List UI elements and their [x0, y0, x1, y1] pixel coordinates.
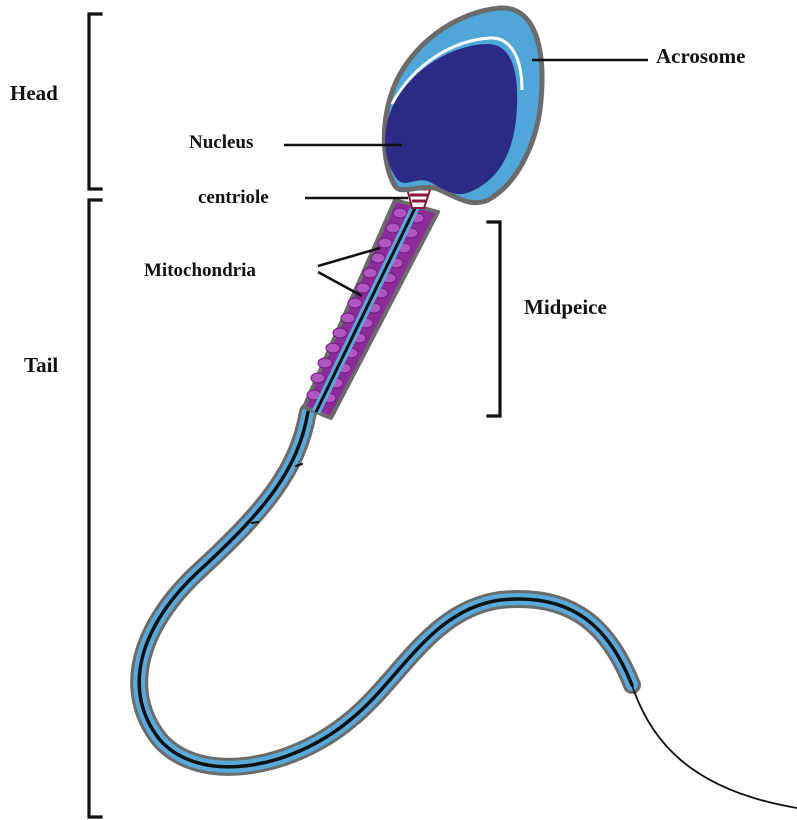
head: [384, 8, 542, 203]
midpiece: [304, 200, 438, 418]
acrosome-label: Acrosome: [656, 44, 745, 68]
flagellum-sheath: [139, 412, 632, 767]
tail-label: Tail: [24, 353, 58, 377]
flagellum-axoneme: [139, 412, 632, 767]
flagellum: [139, 412, 797, 808]
head-label: Head: [10, 81, 58, 105]
mitochondria-label: Mitochondria: [144, 260, 256, 281]
tail-bracket: [89, 200, 101, 817]
head-bracket: [89, 14, 101, 189]
flagellum-end-piece: [632, 685, 797, 808]
flagellum-membrane: [139, 412, 632, 767]
midpiece-bracket: [488, 222, 500, 416]
mitochondria-leader-2: [318, 272, 362, 296]
midpiece-axoneme-core: [316, 206, 416, 412]
midpiece-label: Midpeice: [524, 295, 607, 319]
nucleus-label: Nucleus: [189, 132, 253, 153]
centriole-label: centriole: [198, 187, 269, 208]
